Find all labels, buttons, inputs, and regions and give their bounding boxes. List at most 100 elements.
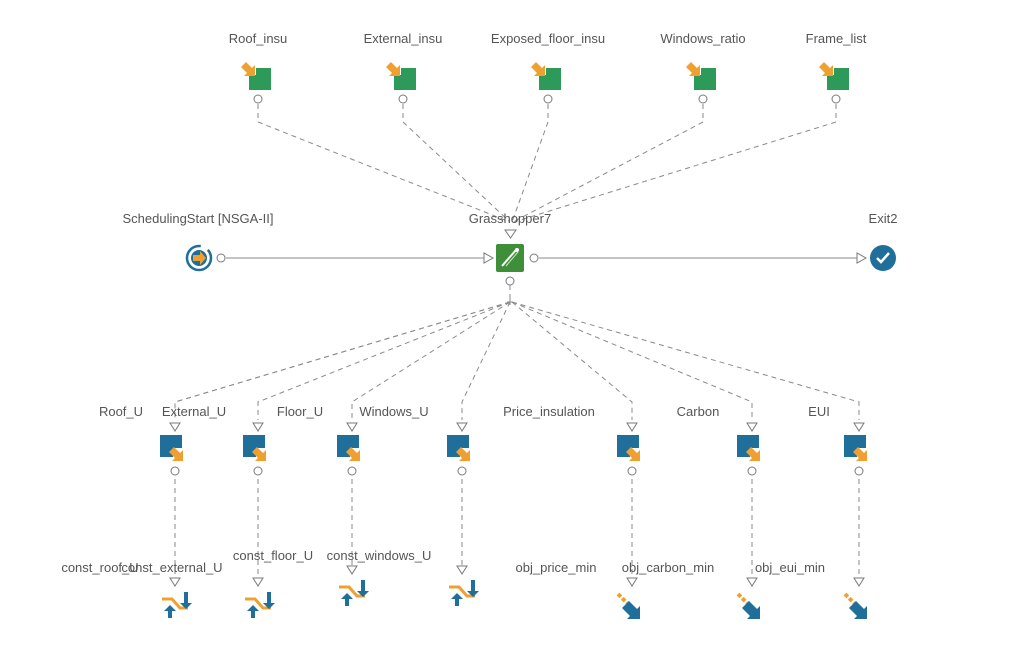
edge-grasshopper-to-price-insulation bbox=[461, 301, 511, 420]
scheduling-start-icon bbox=[185, 244, 213, 272]
output-label: Price_insulation bbox=[503, 404, 595, 419]
edge-grasshopper-to-floor-u bbox=[257, 301, 511, 420]
exit-label: Exit2 bbox=[869, 211, 898, 226]
constraint-node-floor-u[interactable]: const_floor_U bbox=[233, 548, 369, 606]
output-label: Floor_U bbox=[277, 404, 323, 419]
edge-roof-insu-to-grasshopper bbox=[257, 104, 511, 223]
output-port[interactable] bbox=[170, 466, 180, 476]
flow-input-port[interactable] bbox=[483, 252, 495, 264]
input-port[interactable] bbox=[504, 229, 517, 239]
output-port[interactable] bbox=[253, 466, 263, 476]
input-nodes: Roof_insu External_insu Exposed_floor_in… bbox=[229, 31, 867, 104]
input-port[interactable] bbox=[252, 422, 264, 432]
junction-marker bbox=[507, 299, 513, 305]
objective-node-carbon[interactable]: obj_carbon_min bbox=[622, 560, 760, 619]
constraint-node-external-u[interactable]: const_external_U bbox=[121, 560, 275, 618]
constraint-icon bbox=[449, 580, 479, 606]
output-port[interactable] bbox=[457, 466, 467, 476]
input-port[interactable] bbox=[169, 422, 181, 432]
output-parameter-icon bbox=[844, 435, 870, 461]
output-parameter-icon bbox=[737, 435, 763, 461]
output-port[interactable] bbox=[253, 94, 263, 104]
input-port[interactable] bbox=[346, 565, 358, 575]
output-node-eui[interactable]: EUI bbox=[808, 404, 870, 476]
output-port[interactable] bbox=[698, 94, 708, 104]
output-node-external-u[interactable]: External_U bbox=[162, 404, 226, 419]
input-port[interactable] bbox=[853, 422, 865, 432]
scheduler-label: SchedulingStart [NSGA-II] bbox=[122, 211, 273, 226]
output-node-floor-u[interactable]: Floor_U bbox=[243, 404, 323, 476]
input-port[interactable] bbox=[626, 577, 638, 587]
objective-minimize-icon bbox=[843, 592, 867, 619]
constraint-node-windows-u[interactable]: const_windows_U bbox=[327, 548, 479, 606]
input-port[interactable] bbox=[346, 422, 358, 432]
exit-check-icon bbox=[870, 245, 896, 271]
input-parameter-icon bbox=[819, 62, 849, 90]
output-node-roof-u[interactable]: Roof_U bbox=[99, 404, 186, 476]
flow-input-port[interactable] bbox=[856, 252, 868, 264]
edge-external-insu-to-grasshopper bbox=[402, 104, 511, 223]
input-port[interactable] bbox=[626, 422, 638, 432]
output-parameter-icon bbox=[447, 435, 473, 461]
constraint-icon bbox=[245, 592, 275, 618]
input-node-windows-ratio[interactable]: Windows_ratio bbox=[660, 31, 746, 104]
objective-node-price[interactable]: obj_price_min bbox=[516, 560, 640, 619]
objective-label: obj_carbon_min bbox=[622, 560, 715, 575]
constraint-icon bbox=[339, 580, 369, 606]
edge-grasshopper-to-roof-u bbox=[174, 301, 511, 420]
input-label: Windows_ratio bbox=[660, 31, 745, 46]
input-port[interactable] bbox=[456, 422, 468, 432]
constraint-label: const_roof_U bbox=[61, 560, 138, 575]
scheduling-start-node[interactable]: SchedulingStart [NSGA-II] bbox=[122, 211, 274, 272]
constraint-label: const_external_U bbox=[121, 560, 222, 575]
output-parameter-icon bbox=[337, 435, 363, 461]
exit-node[interactable]: Exit2 bbox=[856, 211, 898, 271]
objective-node-eui[interactable]: obj_eui_min bbox=[755, 560, 867, 619]
output-port[interactable] bbox=[398, 94, 408, 104]
input-port[interactable] bbox=[169, 577, 181, 587]
input-port[interactable] bbox=[456, 565, 468, 575]
output-node-windows-u[interactable]: Windows_U bbox=[337, 404, 429, 476]
constraint-node-roof-u[interactable]: const_roof_U bbox=[61, 560, 192, 618]
output-label: External_U bbox=[162, 404, 226, 419]
output-port[interactable] bbox=[854, 466, 864, 476]
input-port[interactable] bbox=[746, 577, 758, 587]
input-port[interactable] bbox=[853, 577, 865, 587]
input-parameter-icon bbox=[241, 62, 271, 90]
output-port[interactable] bbox=[747, 466, 757, 476]
objective-nodes: obj_price_min obj_carbon_min obj_eui_min bbox=[516, 560, 867, 619]
output-port[interactable] bbox=[627, 466, 637, 476]
input-port[interactable] bbox=[746, 422, 758, 432]
constraint-label: const_windows_U bbox=[327, 548, 432, 563]
objective-label: obj_price_min bbox=[516, 560, 597, 575]
input-node-frame-list[interactable]: Frame_list bbox=[806, 31, 867, 104]
input-node-roof-insu[interactable]: Roof_insu bbox=[229, 31, 288, 104]
input-parameter-icon bbox=[531, 62, 561, 90]
flow-output-port[interactable] bbox=[529, 253, 539, 263]
output-port[interactable] bbox=[216, 253, 226, 263]
input-node-exposed-floor-insu[interactable]: Exposed_floor_insu bbox=[491, 31, 605, 104]
input-label: Frame_list bbox=[806, 31, 867, 46]
output-node-price-insulation[interactable]: Price_insulation bbox=[503, 404, 643, 476]
output-label: Carbon bbox=[677, 404, 720, 419]
input-node-external-insu[interactable]: External_insu bbox=[364, 31, 443, 104]
input-port[interactable] bbox=[252, 577, 264, 587]
edge-windows-ratio-to-grasshopper bbox=[512, 104, 704, 223]
constraint-label: const_floor_U bbox=[233, 548, 313, 563]
output-port[interactable] bbox=[543, 94, 553, 104]
output-port[interactable] bbox=[347, 466, 357, 476]
output-node-hidden-floor[interactable] bbox=[447, 422, 473, 476]
output-node-carbon[interactable]: Carbon bbox=[677, 404, 763, 476]
grasshopper-node[interactable]: Grasshopper7 bbox=[469, 211, 551, 305]
edge-grasshopper-to-eui-2 bbox=[511, 301, 860, 420]
edge-grasshopper-to-eui bbox=[511, 301, 753, 420]
edge-grasshopper-to-carbon bbox=[511, 301, 633, 420]
output-port[interactable] bbox=[831, 94, 841, 104]
input-parameter-icon bbox=[386, 62, 416, 90]
input-parameter-icon bbox=[686, 62, 716, 90]
output-nodes: Roof_U External_U Floor_U Windows_U bbox=[99, 404, 870, 476]
objective-minimize-icon bbox=[616, 592, 640, 619]
objective-label: obj_eui_min bbox=[755, 560, 825, 575]
output-port[interactable] bbox=[505, 276, 515, 286]
